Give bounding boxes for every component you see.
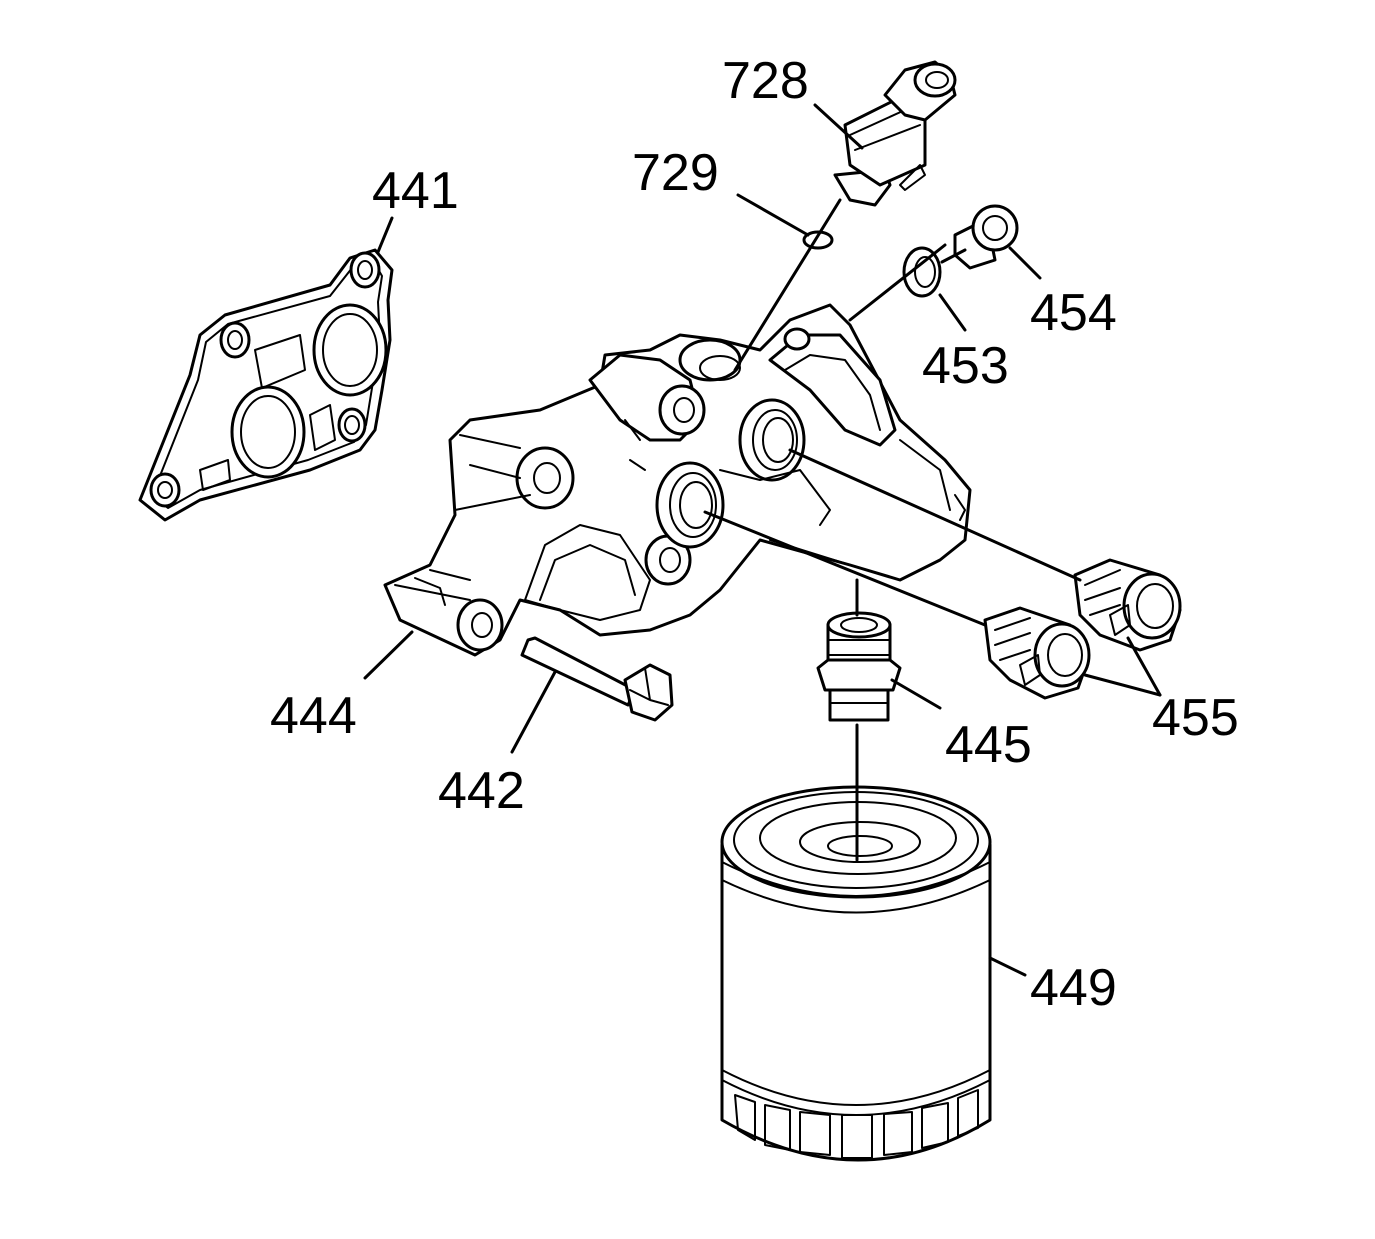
part-729-o-ring bbox=[802, 230, 834, 250]
callout-442: 442 bbox=[438, 762, 525, 820]
callout-728: 728 bbox=[722, 52, 809, 110]
callout-729: 729 bbox=[632, 144, 719, 202]
part-445-fitting bbox=[816, 611, 902, 722]
part-442-bolt bbox=[520, 636, 674, 722]
callout-444: 444 bbox=[270, 687, 357, 745]
part-444-adapter-housing bbox=[383, 303, 972, 657]
callout-441: 441 bbox=[372, 162, 459, 220]
part-455-fitting-lower bbox=[983, 606, 1091, 700]
callout-454: 454 bbox=[1030, 284, 1117, 342]
alignment-lines bbox=[703, 198, 1082, 862]
callout-453: 453 bbox=[922, 337, 1009, 395]
callout-455: 455 bbox=[1152, 689, 1239, 747]
callout-leaders bbox=[363, 103, 1162, 977]
part-453-seal bbox=[902, 246, 942, 298]
part-728-sensor bbox=[833, 60, 957, 207]
part-455-fitting-upper bbox=[1073, 558, 1182, 652]
part-441-gasket bbox=[138, 248, 394, 522]
callout-labels: 728 729 441 454 453 444 455 445 442 449 bbox=[270, 52, 1239, 1017]
part-449-oil-filter bbox=[720, 785, 992, 1162]
part-454-plug bbox=[953, 204, 1019, 270]
callout-449: 449 bbox=[1030, 959, 1117, 1017]
callout-445: 445 bbox=[945, 716, 1032, 774]
